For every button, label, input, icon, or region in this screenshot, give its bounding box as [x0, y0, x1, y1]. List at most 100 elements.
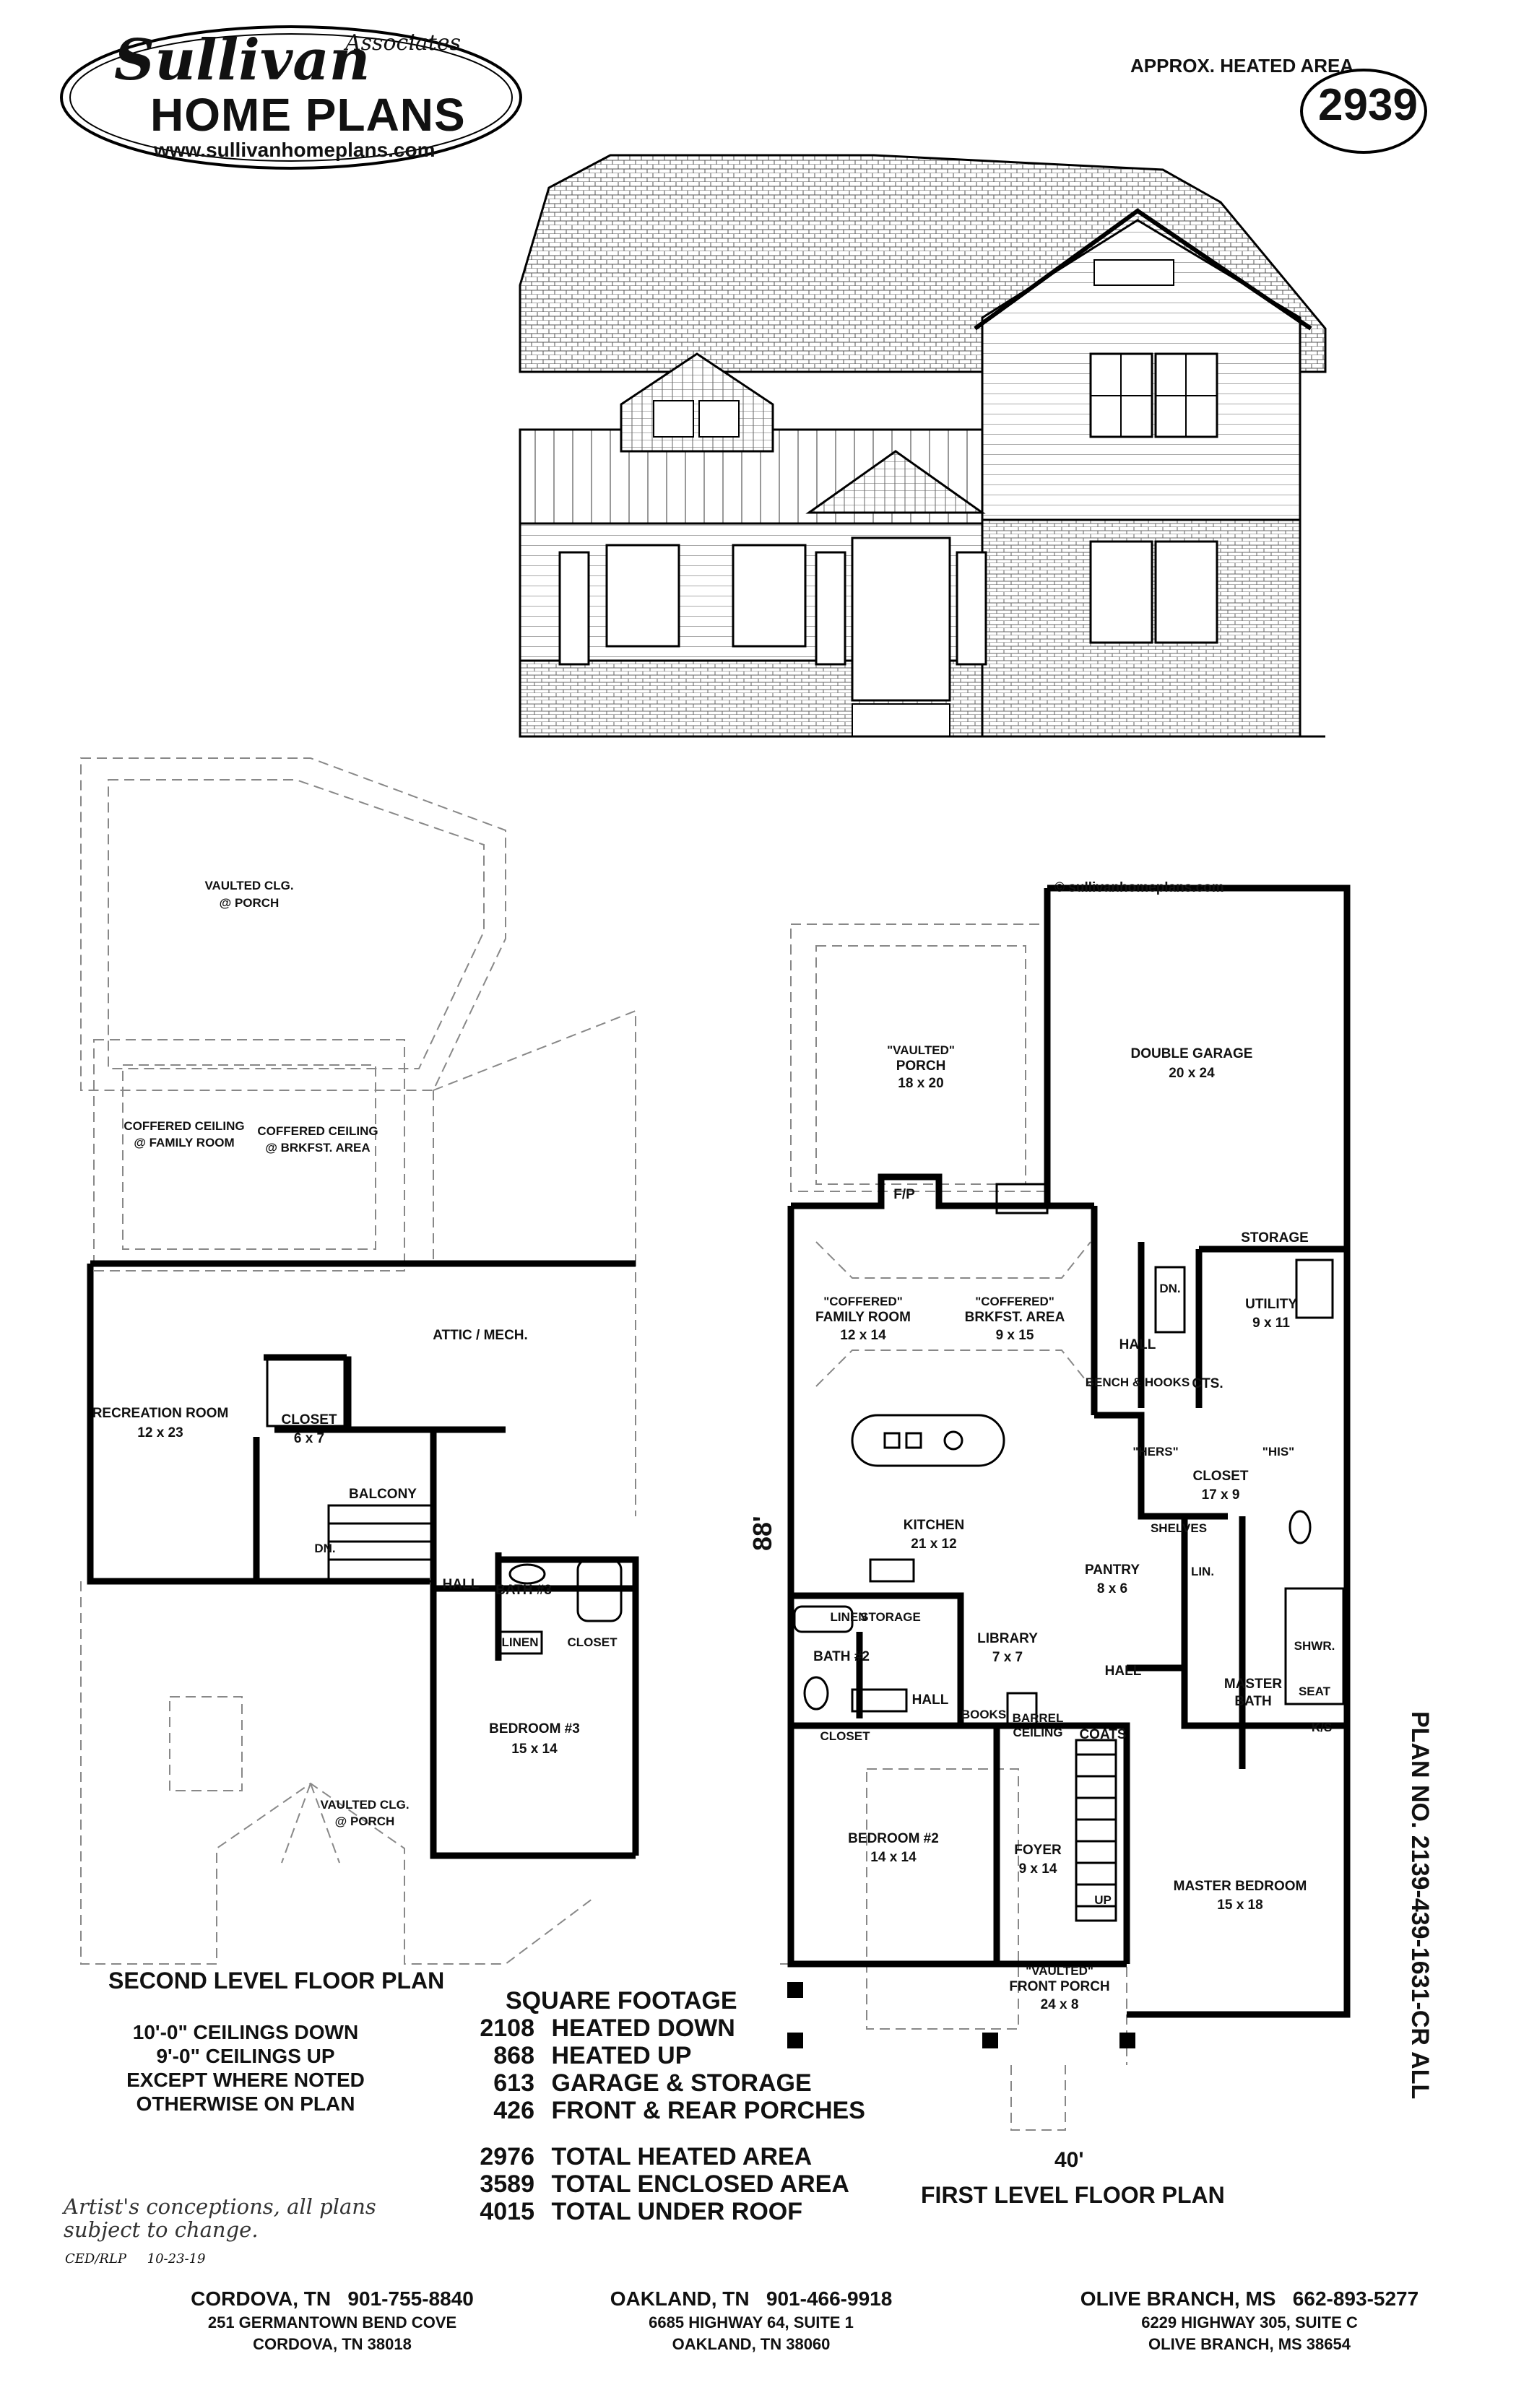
sf-row-4-value: 426: [493, 2097, 534, 2124]
sf-total-1: 2976 TOTAL HEATED AREA: [473, 2143, 812, 2171]
sf-total-3-label: TOTAL UNDER ROOF: [551, 2198, 803, 2225]
width-dimension: 40': [1054, 2148, 1084, 2172]
logo-website: www.sullivanhomeplans.com: [154, 139, 436, 161]
sf-row-2-value: 868: [493, 2042, 534, 2069]
fl-room-4: "COFFERED": [823, 1295, 903, 1308]
fl-room-6: DN.: [1159, 1282, 1180, 1295]
fl-room-28: CLOSET: [820, 1729, 871, 1743]
sf-row-3: 613 GARAGE & STORAGE: [473, 2069, 812, 2098]
sl-room-0-sub: @ PORCH: [220, 896, 280, 910]
logo-graphic: [60, 25, 522, 170]
sl-room-2-sub: @ BRKFST. AREA: [265, 1141, 370, 1155]
fl-room-30: BARREL: [1013, 1711, 1064, 1725]
sl-room-9: BATH #3: [495, 1583, 552, 1598]
fl-room-20: LIBRARY: [977, 1631, 1038, 1646]
fl-room-0: "VAULTED": [887, 1043, 955, 1057]
sf-row-1: 2108 HEATED DOWN: [473, 2014, 735, 2043]
sl-room-13: VAULTED CLG.: [320, 1798, 409, 1812]
fl-room-0-dim: 18 x 20: [898, 1076, 943, 1091]
fl-room-23: HALL: [1105, 1664, 1142, 1679]
sf-total-2: 3589 TOTAL ENCLOSED AREA: [473, 2170, 849, 2199]
fl-room-3: F/P: [893, 1187, 915, 1202]
square-footage-title: SQUARE FOOTAGE: [506, 1987, 737, 2014]
plan-number: PLAN NO. 2139-439-1631-CR ALL: [1406, 1711, 1434, 2100]
fl-room-2: STORAGE: [1241, 1230, 1309, 1246]
fl-room-8: HALL: [1119, 1337, 1156, 1352]
sf-total-1-value: 2976: [480, 2143, 534, 2170]
fl-room-5: "COFFERED": [975, 1295, 1054, 1308]
sl-room-2: COFFERED CEILING: [257, 1124, 378, 1138]
fl-room-24-sub: BATH: [1234, 1694, 1271, 1709]
fl-room-13-dim: 17 x 9: [1202, 1487, 1240, 1503]
fl-room-11: "HERS": [1132, 1445, 1178, 1459]
fl-room-18: LINEN: [831, 1610, 867, 1624]
sf-total-3-value: 4015: [480, 2198, 534, 2225]
fl-room-32-dim: 14 x 14: [870, 1850, 917, 1865]
sf-row-2: 868 HEATED UP: [473, 2042, 691, 2070]
fl-room-26: SEAT: [1299, 1685, 1331, 1698]
office-cordova-street: 251 GERMANTOWN BEND COVE: [207, 2313, 457, 2331]
sl-room-12-sub: 15 x 14: [511, 1742, 558, 1757]
fl-room-34: UP: [1094, 1893, 1112, 1907]
ceiling-notes: 10'-0" CEILINGS DOWN 9'-0" CEILINGS UP E…: [101, 2020, 390, 2116]
fl-room-27: K/S: [1312, 1721, 1332, 1734]
fl-room-16-dim: 8 x 6: [1097, 1581, 1127, 1596]
fl-room-36-dim: 24 x 8: [1041, 1997, 1079, 2012]
disclaimer-line-2: subject to change.: [64, 2217, 259, 2242]
sl-room-1: COFFERED CEILING: [124, 1119, 244, 1133]
heated-area-label: APPROX. HEATED AREA: [1130, 55, 1354, 77]
fl-room-31: COATS: [1079, 1727, 1126, 1742]
office-olive-branch-street: 6229 HIGHWAY 305, SUITE C: [1141, 2313, 1358, 2331]
office-olive-branch-city: OLIVE BRANCH, MS 662-893-5277: [1080, 2287, 1419, 2310]
fl-room-21: BATH #2: [813, 1649, 870, 1664]
office-oakland-city: OAKLAND, TN 901-466-9918: [610, 2287, 893, 2310]
fl-room-7-dim: 9 x 11: [1252, 1316, 1290, 1331]
logo-script-name: Sullivan: [114, 27, 371, 93]
sf-row-3-label: GARAGE & STORAGE: [551, 2069, 812, 2097]
heated-area-value: 2939: [1318, 80, 1418, 130]
fl-room-14: SHELVES: [1151, 1521, 1207, 1535]
sl-room-0: VAULTED CLG.: [204, 879, 293, 892]
fl-room-16: PANTRY: [1085, 1562, 1140, 1578]
sf-total-2-value: 3589: [480, 2170, 534, 2198]
fl-room-35: MASTER BEDROOM: [1174, 1879, 1307, 1894]
fl-room-35-dim: 15 x 18: [1217, 1898, 1262, 1913]
sf-total-1-label: TOTAL HEATED AREA: [551, 2143, 813, 2170]
first-level-title: FIRST LEVEL FLOOR PLAN: [921, 2182, 1225, 2208]
fl-room-10: CTS.: [1192, 1376, 1223, 1391]
second-level-title: SECOND LEVEL FLOOR PLAN: [108, 1968, 445, 1994]
disclaimer: Artist's conceptions, all plans subject …: [64, 2195, 376, 2241]
office-cordova: CORDOVA, TN 901-755-8840 251 GERMANTOWN …: [144, 2287, 520, 2354]
fl-room-32: BEDROOM #2: [848, 1831, 939, 1846]
fl-room-7: UTILITY: [1245, 1297, 1297, 1312]
office-olive-branch-citystate: OLIVE BRANCH, MS 38654: [1148, 2335, 1351, 2353]
fl-room-15: KITCHEN: [904, 1518, 964, 1533]
sf-row-1-label: HEATED DOWN: [551, 2014, 735, 2042]
ceiling-note-1: 10'-0" CEILINGS DOWN: [132, 2021, 359, 2043]
office-oakland-citystate: OAKLAND, TN 38060: [672, 2335, 831, 2353]
fl-room-4-dim: 12 x 14: [840, 1328, 886, 1343]
sl-room-4: RECREATION ROOM: [92, 1406, 229, 1421]
fl-room-36-sub: FRONT PORCH: [1009, 1979, 1109, 1994]
fl-room-29: BOOKS: [961, 1708, 1006, 1721]
fl-room-12: "HIS": [1262, 1445, 1294, 1459]
fl-room-15-dim: 21 x 12: [911, 1536, 956, 1552]
office-oakland-street: 6685 HIGHWAY 64, SUITE 1: [649, 2313, 854, 2331]
fl-copyright: © sullivanhomeplans.com: [1054, 880, 1224, 895]
sf-row-4: 426 FRONT & REAR PORCHES: [473, 2097, 865, 2125]
sl-room-5-sub: 6 x 7: [294, 1431, 324, 1446]
office-cordova-city: CORDOVA, TN 901-755-8840: [191, 2287, 474, 2310]
sf-total-2-label: TOTAL ENCLOSED AREA: [551, 2170, 849, 2198]
office-olive-branch: OLIVE BRANCH, MS 662-893-5277 6229 HIGHW…: [1040, 2287, 1459, 2354]
heated-area-badge: [1300, 69, 1427, 154]
logo-associates: Associates: [345, 30, 462, 56]
company-logo: Sullivan Associates HOME PLANS www.sulli…: [56, 22, 526, 173]
ceiling-note-4: OTHERWISE ON PLAN: [136, 2092, 355, 2115]
fl-room-33: FOYER: [1014, 1843, 1062, 1858]
fl-room-19: STORAGE: [860, 1610, 921, 1624]
sl-room-4-sub: 12 x 23: [137, 1425, 183, 1440]
disclaimer-line-1: Artist's conceptions, all plans: [64, 2194, 376, 2219]
